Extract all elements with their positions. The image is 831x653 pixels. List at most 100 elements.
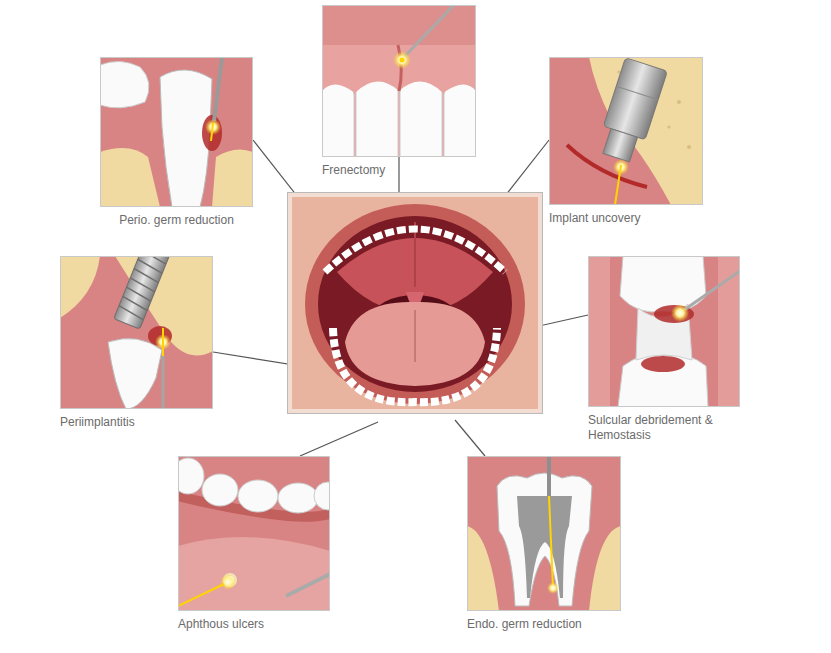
perio-figure [100,57,253,207]
aphthous-figure [178,584,224,606]
figure-panel: Perio. germ reduction [100,57,253,230]
frenectomy-figure [322,5,476,157]
sulcular-figure [589,257,740,407]
frenectomy-figure [393,51,411,69]
frenectomy-figure [322,83,354,157]
figure-panel: Endo. germ reduction [467,456,621,634]
perio-figure [101,58,253,207]
endo-figure [497,473,592,606]
endo-figure [517,496,572,598]
periimplantitis-figure [61,257,213,409]
sulcular-figure [641,356,685,372]
frenectomy-figure [322,5,476,45]
sulcular-figure [588,256,610,407]
frenectomy-figure [400,58,405,63]
aphthous-figure [178,456,330,611]
implant-uncovery-figure [549,57,703,205]
frenectomy-figure [400,79,442,157]
panel-label: Sulcular debridement & Hemostasis [588,413,740,443]
periimplantitis-figure [114,256,174,329]
endo-figure [547,582,559,594]
endo-figure [468,457,621,611]
sulcular-figure [588,256,740,407]
frenectomy-figure [322,5,476,45]
implant-uncovery-figure [595,58,667,165]
figure-panel: Sulcular debridement & Hemostasis [588,256,740,445]
leader-line [213,140,588,456]
frenectomy-figure [322,5,476,93]
perio-figure [100,57,253,207]
perio-figure [214,57,222,121]
implant-uncovery-figure [667,125,670,128]
aphthous-figure [179,457,330,611]
periimplantitis-figure [162,356,165,409]
endo-figure [467,456,621,611]
endo-figure [467,526,499,611]
sulcular-figure [618,355,708,407]
panel-label: Aphthous ulcers [178,617,330,632]
panel-label: Implant uncovery [549,211,703,226]
perio-figure [202,115,222,151]
implant-uncovery-figure [677,100,681,104]
frenectomy-figure [444,83,476,157]
implant-uncovery-figure [687,145,691,149]
aphthous-figure [314,482,330,510]
open-mouth [288,193,543,414]
frenectomy-figure [404,5,454,57]
implant-uncovery-figure [549,57,703,205]
periimplantitis-figure [60,256,213,409]
perio-figure [100,148,160,207]
figure-panel: Periimplantitis [60,256,213,432]
open-mouth [305,204,525,404]
implant-uncovery-figure [615,165,621,205]
open-mouth [325,229,505,272]
endo-figure [467,456,621,611]
aphthous-figure [220,574,236,590]
aphthous-figure [202,474,238,506]
panel-label: Periimplantitis [60,415,213,430]
aphthous-figure [178,458,204,494]
implant-uncovery-figure [589,57,703,205]
sulcular-figure [684,271,740,310]
aphthous-figure [278,483,318,513]
periimplantitis-figure [118,256,172,320]
sulcular-figure [671,304,689,322]
endo-figure [549,496,553,588]
open-mouth [292,197,538,409]
endo-figure [589,526,621,611]
perio-figure [212,149,253,207]
panel-label: Perio. germ reduction [100,213,253,228]
endo-figure [547,456,551,496]
open-mouth [333,328,497,402]
open-mouth [287,192,543,414]
sulcular-figure [588,256,740,407]
panel-label: Endo. germ reduction [467,617,621,632]
perio-figure [100,61,149,107]
implant-uncovery-figure [603,129,638,162]
implant-uncovery-figure [616,86,658,100]
figure-panel: Frenectomy [322,5,476,180]
periimplantitis-figure [162,328,164,356]
aphthous-figure [178,537,330,611]
periimplantitis-figure [108,338,162,409]
implant-uncovery-figure [603,58,667,140]
open-mouth [345,302,485,386]
frenectomy-figure [323,6,476,157]
figure-panel: Aphthous ulcers [178,456,330,634]
panel-label: Frenectomy [322,163,476,178]
open-mouth [414,310,416,362]
open-mouth [287,192,543,414]
perio-figure [211,123,213,141]
implant-uncovery-figure [567,145,647,187]
periimplantitis-figure [60,256,100,318]
open-mouth [318,216,512,392]
aphthous-figure [286,574,330,596]
figure-panel: Implant uncovery [549,57,703,228]
leader-line [300,422,378,456]
frenectomy-figure [356,79,398,157]
leader-line [455,420,485,456]
aphthous-figure [238,480,278,512]
implant-uncovery-figure [550,58,703,205]
